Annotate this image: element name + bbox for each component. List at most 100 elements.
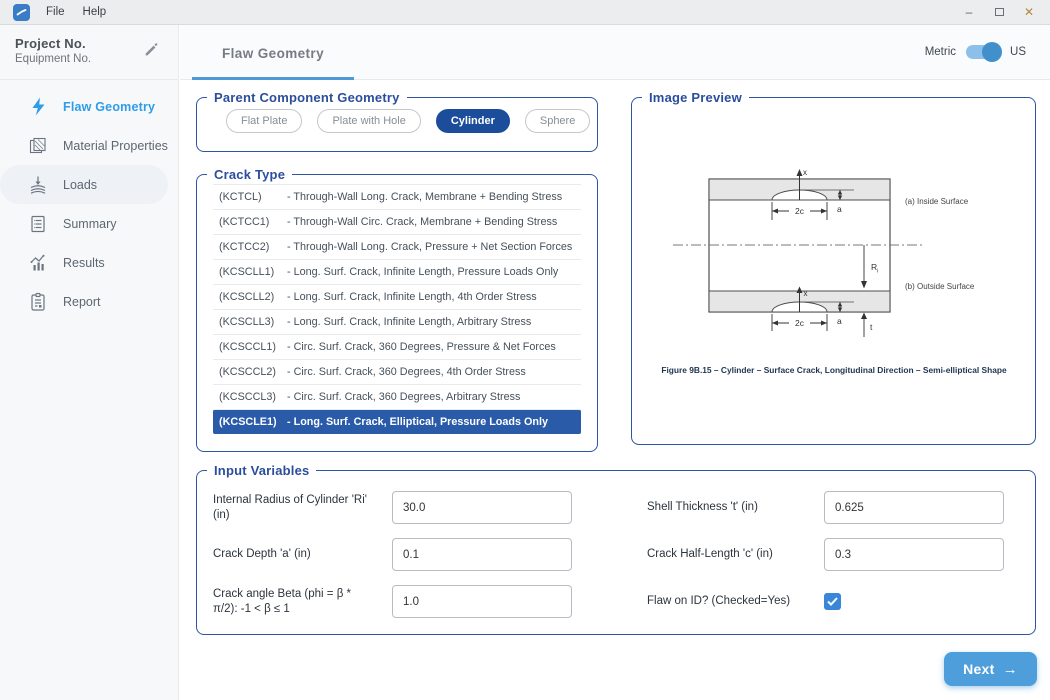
crack-type-row-kcscle1[interactable]: (KCSCLE1)- Long. Surf. Crack, Elliptical… <box>213 409 581 434</box>
close-button[interactable]: ✕ <box>1014 0 1044 24</box>
axis-label-top: x <box>803 168 807 177</box>
depth-label-bottom: a <box>837 316 842 326</box>
sidebar-item-results[interactable]: Results <box>0 243 178 282</box>
material-icon <box>28 136 48 156</box>
crack-type-row-kcsccl3[interactable]: (KCSCCL3)- Circ. Surf. Crack, 360 Degree… <box>213 384 581 409</box>
crack-type-section: Crack Type (KCTCL)- Through-Wall Long. C… <box>196 167 598 452</box>
sidebar-item-summary[interactable]: Summary <box>0 204 178 243</box>
tab-flaw-geometry[interactable]: Flaw Geometry <box>192 25 354 80</box>
content: Parent Component Geometry Flat Plate Plat… <box>180 80 1050 700</box>
app-logo-icon <box>13 4 30 21</box>
crack-type-list: (KCTCL)- Through-Wall Long. Crack, Membr… <box>213 184 581 434</box>
crack-code: (KCSCCL2) <box>219 365 287 379</box>
inside-surface-label: (a) Inside Surface <box>905 197 969 206</box>
axis-label-bottom: x <box>804 289 808 298</box>
sidebar-item-label: Flaw Geometry <box>63 100 155 114</box>
sidebar-item-material-properties[interactable]: Material Properties <box>0 126 178 165</box>
crack-code: (KCTCC1) <box>219 215 287 229</box>
loads-icon <box>28 175 48 195</box>
results-icon <box>28 253 48 273</box>
sidebar-item-label: Material Properties <box>63 139 168 153</box>
crack-half-length-input[interactable] <box>824 538 1004 571</box>
crack-depth-input[interactable] <box>392 538 572 571</box>
maximize-button[interactable] <box>984 0 1014 24</box>
edit-pencil-icon[interactable] <box>143 41 158 61</box>
crack-code: (KCTCL) <box>219 190 287 204</box>
parent-geometry-section: Parent Component Geometry Flat Plate Plat… <box>196 90 598 152</box>
crack-description: - Long. Surf. Crack, Infinite Length, Ar… <box>287 315 531 329</box>
internal-radius-input[interactable] <box>392 491 572 524</box>
image-preview-section: Image Preview x <box>631 90 1036 445</box>
crack-code: (KCTCC2) <box>219 240 287 254</box>
geometry-pill-plate-with-hole[interactable]: Plate with Hole <box>317 109 420 133</box>
parent-geometry-legend: Parent Component Geometry <box>207 90 407 105</box>
crack-code: (KCSCLE1) <box>219 415 287 429</box>
input-grid: Internal Radius of Cylinder 'Ri' (in) She… <box>197 478 1035 618</box>
crack-half-length-label: Crack Half-Length 'c' (in) <box>647 547 824 562</box>
crack-type-row-kcsccl1[interactable]: (KCSCCL1)- Circ. Surf. Crack, 360 Degree… <box>213 334 581 359</box>
input-variables-legend: Input Variables <box>207 463 316 478</box>
geometry-pill-flat-plate[interactable]: Flat Plate <box>226 109 302 133</box>
sidebar-item-label: Summary <box>63 217 116 231</box>
window-controls: – ✕ <box>954 0 1044 24</box>
sidebar-item-loads[interactable]: Loads <box>0 165 168 204</box>
flaw-on-id-checkbox[interactable] <box>824 593 841 610</box>
menubar: File Help <box>46 6 106 18</box>
arrow-right-icon: → <box>1003 661 1018 678</box>
crack-description: - Through-Wall Circ. Crack, Membrane + B… <box>287 215 557 229</box>
crack-code: (KCSCLL1) <box>219 265 287 279</box>
crack-code: (KCSCLL3) <box>219 315 287 329</box>
crack-description: - Through-Wall Long. Crack, Pressure + N… <box>287 240 572 254</box>
figure-caption: Figure 9B.15 – Cylinder – Surface Crack,… <box>661 365 1007 375</box>
crack-angle-beta-label: Crack angle Beta (phi = β * π/2): -1 < β… <box>213 587 392 617</box>
geometry-pill-cylinder[interactable]: Cylinder <box>436 109 510 133</box>
crack-type-row-kcscll3[interactable]: (KCSCLL3)- Long. Surf. Crack, Infinite L… <box>213 309 581 334</box>
crack-type-row-kctcc2[interactable]: (KCTCC2)- Through-Wall Long. Crack, Pres… <box>213 234 581 259</box>
crack-code: (KCSCLL2) <box>219 290 287 304</box>
sidebar-item-report[interactable]: Report <box>0 282 178 321</box>
sidebar-header: Project No. Equipment No. <box>0 25 178 80</box>
sidebar-item-label: Report <box>63 295 101 309</box>
crack-type-row-kctcc1[interactable]: (KCTCC1)- Through-Wall Circ. Crack, Memb… <box>213 209 581 234</box>
shell-thickness-input[interactable] <box>824 491 1004 524</box>
crack-code: (KCSCCL1) <box>219 340 287 354</box>
minimize-button[interactable]: – <box>954 0 984 24</box>
crack-type-row-kcscll1[interactable]: (KCSCLL1)- Long. Surf. Crack, Infinite L… <box>213 259 581 284</box>
thickness-label: t <box>870 322 873 332</box>
menu-help[interactable]: Help <box>83 6 107 18</box>
crack-description: - Long. Surf. Crack, Infinite Length, Pr… <box>287 265 558 279</box>
next-button[interactable]: Next → <box>944 652 1037 686</box>
sidebar-item-flaw-geometry[interactable]: Flaw Geometry <box>0 87 178 126</box>
crack-description: - Through-Wall Long. Crack, Membrane + B… <box>287 190 562 204</box>
figure-9b15: x a 2c <box>632 107 1033 432</box>
crack-type-row-kctcl[interactable]: (KCTCL)- Through-Wall Long. Crack, Membr… <box>213 184 581 209</box>
crack-description: - Circ. Surf. Crack, 360 Degrees, Pressu… <box>287 340 556 354</box>
menu-file[interactable]: File <box>46 6 65 18</box>
crack-angle-beta-input[interactable] <box>392 585 572 618</box>
crack-description: - Long. Surf. Crack, Infinite Length, 4t… <box>287 290 537 304</box>
outside-surface-label: (b) Outside Surface <box>905 282 975 291</box>
sidebar-item-label: Results <box>63 256 105 270</box>
unit-toggle-switch[interactable] <box>966 45 1000 59</box>
checkmark-icon <box>827 597 838 606</box>
crack-type-row-kcsccl2[interactable]: (KCSCCL2)- Circ. Surf. Crack, 360 Degree… <box>213 359 581 384</box>
sidebar-nav: Flaw GeometryMaterial PropertiesLoadsSum… <box>0 80 178 321</box>
sidebar-item-label: Loads <box>63 178 97 192</box>
titlebar: File Help – ✕ <box>0 0 1050 25</box>
internal-radius-label: Internal Radius of Cylinder 'Ri' (in) <box>213 493 392 523</box>
toggle-knob <box>982 42 1002 62</box>
lightning-icon <box>28 97 48 117</box>
crack-type-legend: Crack Type <box>207 167 292 182</box>
depth-label-top: a <box>837 204 842 214</box>
image-preview-legend: Image Preview <box>642 90 749 105</box>
field-label: Flaw on ID? (Checked=Yes) <box>647 594 824 609</box>
input-variables-section: Input Variables Internal Radius of Cylin… <box>196 463 1036 635</box>
shell-thickness-label: Shell Thickness 't' (in) <box>647 500 824 515</box>
crack-description: - Circ. Surf. Crack, 360 Degrees, Arbitr… <box>287 390 520 404</box>
sidebar: Project No. Equipment No. Flaw GeometryM… <box>0 25 179 700</box>
crack-type-row-kcscll2[interactable]: (KCSCLL2)- Long. Surf. Crack, Infinite L… <box>213 284 581 309</box>
maximize-icon <box>995 8 1004 16</box>
crack-description: - Long. Surf. Crack, Elliptical, Pressur… <box>287 415 548 429</box>
geometry-pill-sphere[interactable]: Sphere <box>525 109 590 133</box>
